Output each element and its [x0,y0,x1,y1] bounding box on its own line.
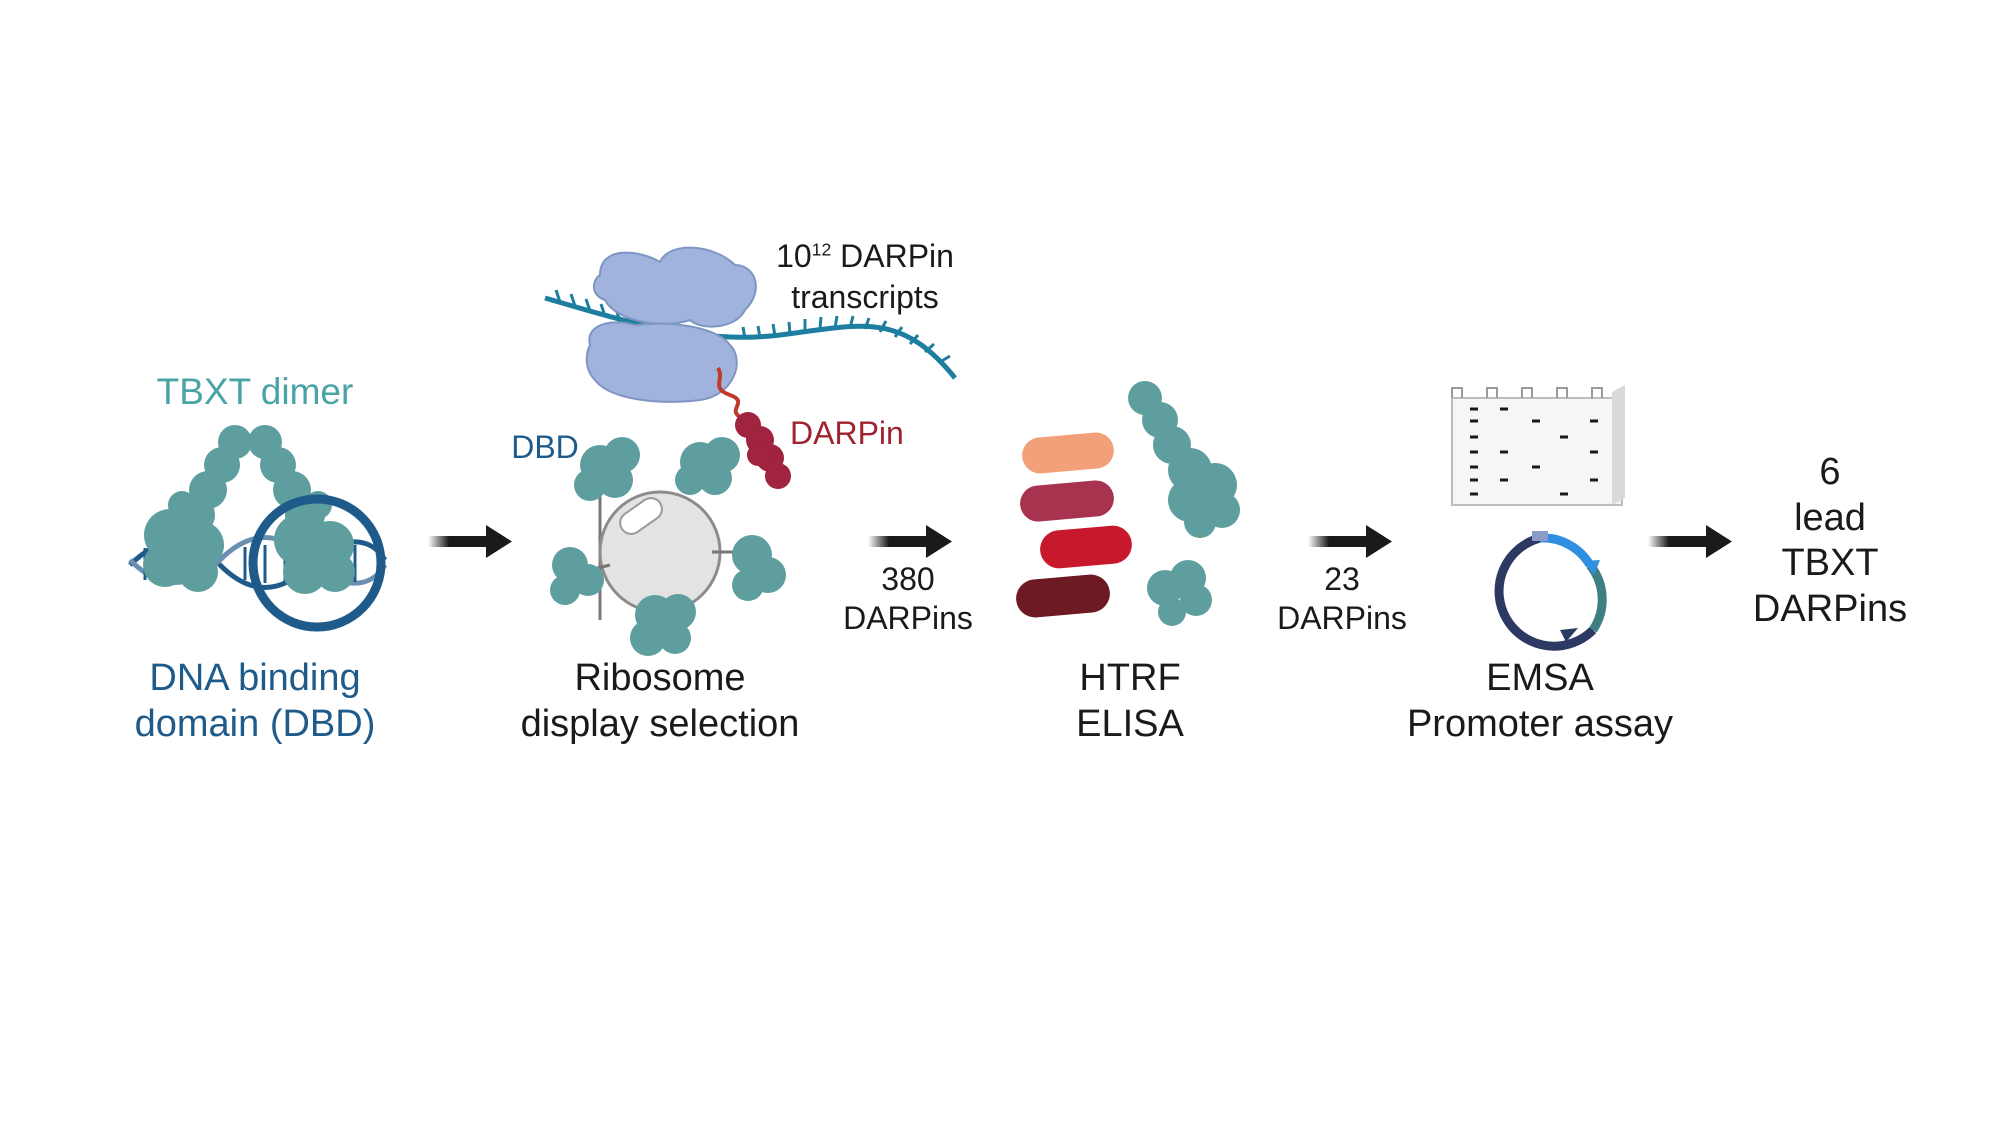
transcripts-label: 1012 DARPin transcripts [745,236,985,318]
dbd-label: DBD [511,429,579,465]
gel-icon [1451,385,1625,506]
dna-binding-label: DNA binding domain (DBD) [100,655,410,748]
htrf-label: HTRF [1079,657,1181,699]
transcripts-line2: transcripts [791,278,939,315]
plasmid-icon [1494,531,1607,651]
dbd-on-bead-icon [550,437,786,656]
count-380-unit: DARPins [843,600,973,637]
darpin-linker-icon [716,366,744,420]
dbd-highlight-circle [248,494,386,632]
emsa-promoter-label: EMSA Promoter assay [1380,655,1700,748]
elisa-label: ELISA [1076,703,1184,746]
darpin-label: DARPin [790,415,904,451]
arrow-icon [1308,525,1392,558]
ribosome-line2: display selection [520,703,800,746]
count-23-number: 23 [1324,561,1360,597]
final-line2: lead [1794,496,1866,539]
promoter-label: Promoter assay [1406,703,1674,746]
count-380-label: 380 DARPins [828,560,988,638]
transcripts-line1: 1012 DARPin [776,238,954,274]
arrow-icon [428,525,512,558]
darpin-icon [735,412,791,489]
tbxt-monomer-icon [1128,381,1240,626]
tbxt-dimer-label: TBXT dimer [156,371,354,412]
ribosome-icon [585,246,757,403]
final-line3: TBXT [1781,542,1879,585]
dna-binding-line2: domain (DBD) [134,703,376,746]
ribosome-line1: Ribosome [574,657,746,699]
emsa-label: EMSA [1486,657,1594,699]
darpin-stack-icon [1016,432,1132,618]
arrow-icon [1648,525,1732,558]
count-23-unit: DARPins [1277,600,1407,637]
count-23-label: 23 DARPins [1262,560,1422,638]
final-result-label: 6 lead TBXT DARPins [1730,450,1930,632]
dna-binding-line1: DNA binding [149,657,361,699]
count-380-number: 380 [881,561,935,597]
htrf-elisa-label: HTRF ELISA [1030,655,1230,748]
bead-icon [589,490,735,632]
ribosome-display-label: Ribosome display selection [500,655,820,748]
final-line4: DARPins [1752,587,1908,630]
mrna-strand-icon [544,289,957,380]
arrow-icon [868,525,952,558]
final-line1: 6 [1819,451,1841,493]
